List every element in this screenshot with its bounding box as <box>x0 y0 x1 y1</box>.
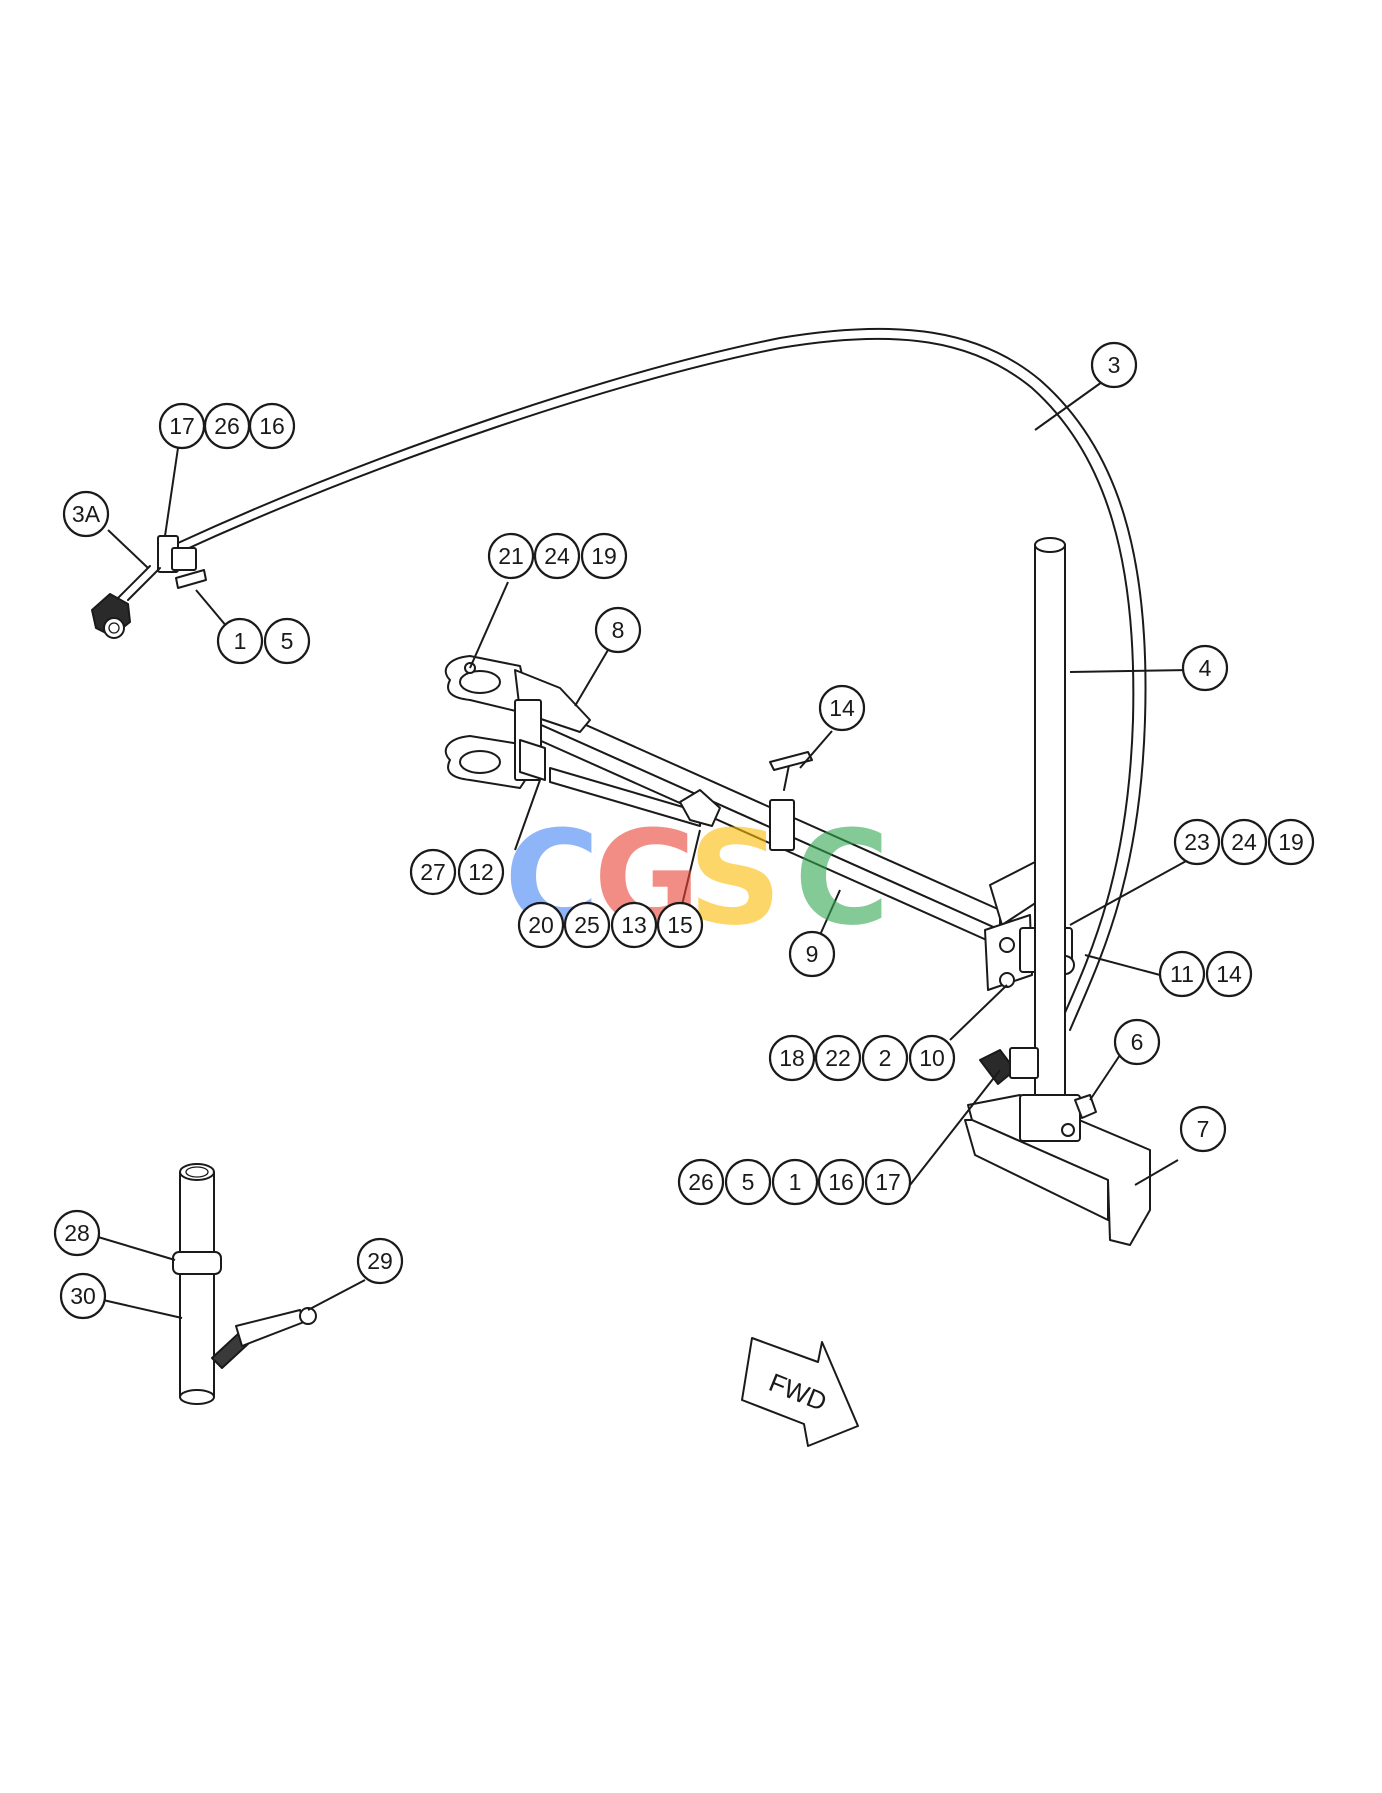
svg-text:8: 8 <box>612 617 625 643</box>
svg-text:5: 5 <box>742 1169 755 1195</box>
svg-text:30: 30 <box>70 1283 96 1309</box>
svg-text:17: 17 <box>169 413 195 439</box>
svg-text:22: 22 <box>825 1045 851 1071</box>
svg-text:18: 18 <box>779 1045 805 1071</box>
callout-19: 19 <box>580 532 628 580</box>
lunette-lugs <box>444 655 591 789</box>
callout-9: 9 <box>788 930 836 978</box>
callout-24: 24 <box>533 532 581 580</box>
callout-29: 29 <box>356 1237 404 1285</box>
callout-7: 7 <box>1179 1105 1227 1153</box>
cable-end-bracket <box>91 535 207 639</box>
callout-25: 25 <box>563 901 611 949</box>
svg-text:23: 23 <box>1184 829 1210 855</box>
svg-text:9: 9 <box>806 941 819 967</box>
svg-text:4: 4 <box>1199 655 1212 681</box>
callout-3a: 3A <box>62 490 110 538</box>
callouts: 17 26 16 3A 1 5 3 21 24 19 8 4 14 23 24 … <box>53 341 1315 1320</box>
callout-3: 3 <box>1090 341 1138 389</box>
callout-17: 17 <box>158 402 206 450</box>
svg-text:27: 27 <box>420 859 446 885</box>
watermark-letter-3: S <box>688 802 782 954</box>
vertical-post <box>1027 537 1073 1127</box>
callout-5: 5 <box>263 617 311 665</box>
svg-text:5: 5 <box>281 628 294 654</box>
callout-4: 4 <box>1181 644 1229 692</box>
callout-20: 20 <box>517 901 565 949</box>
svg-text:1: 1 <box>789 1169 802 1195</box>
svg-text:2: 2 <box>879 1045 892 1071</box>
callout-21: 21 <box>487 532 535 580</box>
callout-12: 12 <box>457 848 505 896</box>
svg-text:3A: 3A <box>72 501 101 527</box>
callout-14-right: 14 <box>1205 950 1253 998</box>
cable-assembly <box>177 327 1147 1031</box>
callout-30: 30 <box>59 1272 107 1320</box>
svg-text:25: 25 <box>574 912 600 938</box>
callout-13: 13 <box>610 901 658 949</box>
svg-text:13: 13 <box>621 912 647 938</box>
callout-18: 18 <box>768 1034 816 1082</box>
svg-text:12: 12 <box>468 859 494 885</box>
callout-28: 28 <box>53 1209 101 1257</box>
svg-text:21: 21 <box>498 543 524 569</box>
svg-text:24: 24 <box>544 543 570 569</box>
locking-handle <box>211 1307 317 1369</box>
svg-text:29: 29 <box>367 1248 393 1274</box>
callout-5-lower: 5 <box>724 1158 772 1206</box>
svg-text:26: 26 <box>688 1169 714 1195</box>
svg-text:15: 15 <box>667 912 693 938</box>
callout-6: 6 <box>1113 1018 1161 1066</box>
svg-text:1: 1 <box>234 628 247 654</box>
callout-14-top: 14 <box>818 684 866 732</box>
svg-text:10: 10 <box>919 1045 945 1071</box>
svg-text:14: 14 <box>829 695 855 721</box>
callout-16-lower: 16 <box>817 1158 865 1206</box>
svg-text:16: 16 <box>259 413 285 439</box>
svg-text:24: 24 <box>1231 829 1257 855</box>
svg-text:19: 19 <box>1278 829 1304 855</box>
svg-text:14: 14 <box>1216 961 1242 987</box>
callout-10: 10 <box>908 1034 956 1082</box>
callout-17-lower: 17 <box>864 1158 912 1206</box>
callout-23: 23 <box>1173 818 1221 866</box>
callout-1: 1 <box>216 617 264 665</box>
watermark-letter-4: C <box>794 802 889 954</box>
svg-text:16: 16 <box>828 1169 854 1195</box>
mid-bracket <box>679 789 721 827</box>
callout-22: 22 <box>814 1034 862 1082</box>
center-clamp <box>769 751 813 851</box>
svg-text:20: 20 <box>528 912 554 938</box>
callout-8: 8 <box>594 606 642 654</box>
svg-text:11: 11 <box>1170 961 1194 987</box>
cable-connector <box>91 593 131 639</box>
svg-text:28: 28 <box>64 1220 90 1246</box>
callout-15: 15 <box>656 901 704 949</box>
callout-1-lower: 1 <box>771 1158 819 1206</box>
callout-26: 26 <box>203 402 251 450</box>
svg-text:26: 26 <box>214 413 240 439</box>
svg-text:6: 6 <box>1131 1029 1144 1055</box>
callout-19-right: 19 <box>1267 818 1315 866</box>
leader-lines <box>97 381 1191 1319</box>
lower-cable-bracket <box>979 1047 1039 1085</box>
callout-24-right: 24 <box>1220 818 1268 866</box>
tow-bar-assembly <box>444 655 1075 991</box>
callout-2: 2 <box>861 1034 909 1082</box>
callout-11: 11 <box>1158 950 1206 998</box>
post-section <box>172 1163 222 1405</box>
svg-text:7: 7 <box>1197 1116 1210 1142</box>
svg-text:19: 19 <box>591 543 617 569</box>
callout-26-lower: 26 <box>677 1158 725 1206</box>
post-foot <box>964 1094 1151 1246</box>
forward-direction-arrow: FWD <box>741 1337 859 1447</box>
callout-27: 27 <box>409 848 457 896</box>
callout-16: 16 <box>248 402 296 450</box>
svg-text:17: 17 <box>875 1169 901 1195</box>
svg-text:3: 3 <box>1108 352 1121 378</box>
